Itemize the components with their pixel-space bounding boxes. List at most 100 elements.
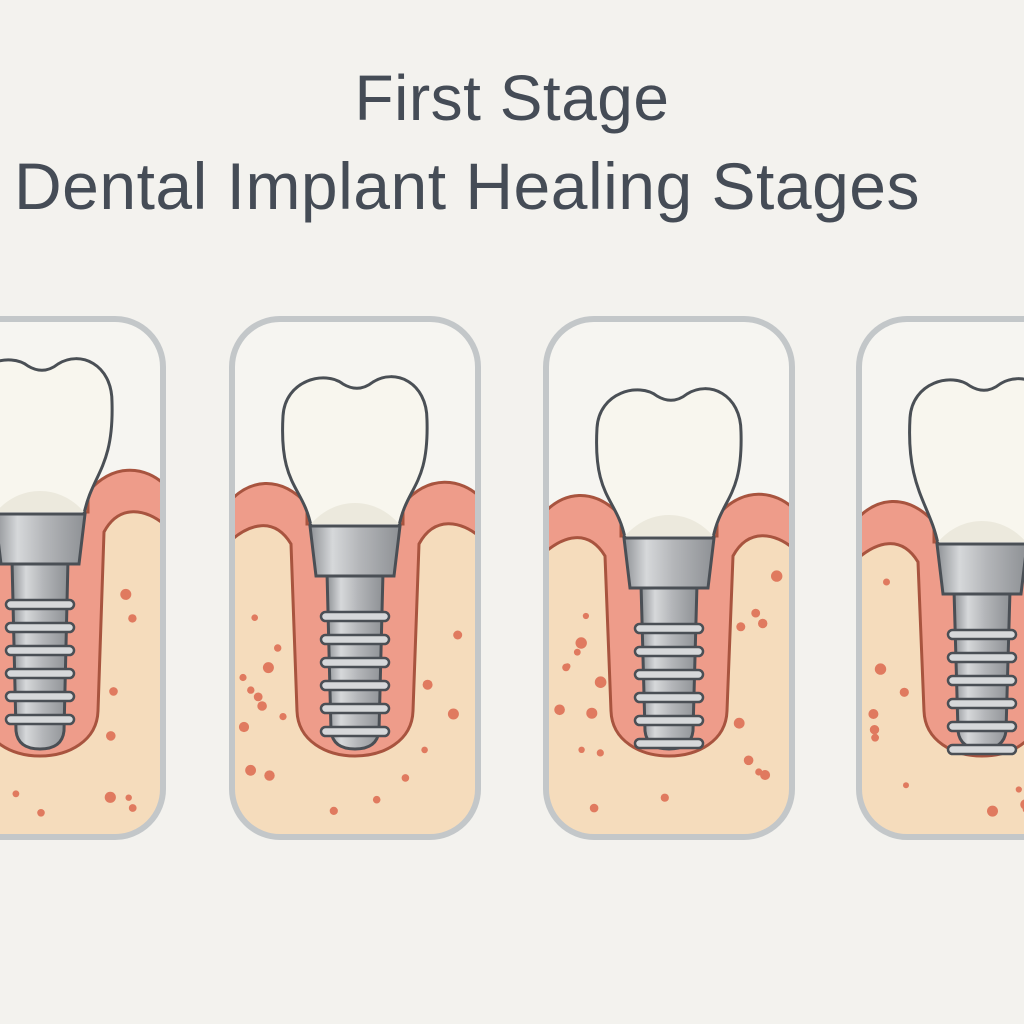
bone-dot <box>253 692 263 702</box>
implant-thread <box>4 690 76 703</box>
implant-screw <box>4 558 76 751</box>
implant-thread <box>4 644 76 657</box>
bone-dot <box>128 614 137 623</box>
bone-dot <box>257 701 267 711</box>
stage-panel-1 <box>0 316 166 840</box>
bone-dot <box>758 618 768 629</box>
bone-dot <box>589 803 599 813</box>
implant-thread <box>319 679 391 692</box>
bone-dot <box>582 612 589 620</box>
bone-dot <box>899 687 909 697</box>
title-first-stage: First Stage <box>354 62 670 134</box>
implant-thread <box>319 725 391 738</box>
jaw-bone <box>546 534 792 837</box>
bone-dot <box>771 570 783 582</box>
bone-dot <box>760 770 771 780</box>
jaw-bone <box>0 510 163 837</box>
bone-dot <box>596 749 604 757</box>
bone-dot <box>251 614 258 621</box>
bone-dot <box>987 805 998 817</box>
bone-dot <box>736 622 746 632</box>
bone-dot <box>573 648 581 656</box>
bone-dot <box>733 717 745 729</box>
implant-screw <box>319 570 391 751</box>
implant-thread <box>946 628 1018 641</box>
bone-dot <box>660 793 669 802</box>
bone-dot <box>120 588 132 600</box>
bone-dot <box>578 746 585 753</box>
panel-border <box>0 316 166 840</box>
implant-thread <box>4 713 76 726</box>
bone-dot <box>586 707 598 719</box>
bone-dot <box>12 790 20 798</box>
panel-border <box>229 316 481 840</box>
bone-dot <box>329 806 338 815</box>
stage-panel-3 <box>543 316 795 840</box>
bone-dot <box>868 709 879 719</box>
bone-dot <box>743 755 754 766</box>
bone-dot <box>903 782 909 789</box>
implant-thread <box>633 691 705 704</box>
bone-dot <box>245 764 256 776</box>
bone-dot <box>554 704 565 716</box>
implant-thread <box>633 737 705 750</box>
bone-dot <box>372 795 381 804</box>
bone-dot <box>264 770 275 781</box>
bone-dot <box>262 662 274 674</box>
implant-thread <box>946 651 1018 664</box>
implant-thread <box>4 667 76 680</box>
tooth-crown <box>908 377 1024 546</box>
implant-abutment <box>0 512 87 566</box>
bone-dot <box>755 768 763 776</box>
implant-thread <box>633 622 705 635</box>
tooth-crown-shade <box>0 491 84 512</box>
tooth-crown <box>595 387 743 540</box>
jaw-bone <box>232 522 478 837</box>
implant-abutment <box>622 536 716 590</box>
bone-dot <box>575 637 587 649</box>
stage-panel-2 <box>229 316 481 840</box>
bone-dot <box>401 774 410 782</box>
bone-dot <box>109 687 118 696</box>
implant-thread <box>633 645 705 658</box>
implant-abutment <box>308 524 402 578</box>
implant-screw <box>633 582 705 751</box>
implant-thread <box>4 621 76 634</box>
bone-dot <box>421 746 428 754</box>
panel-border <box>543 316 795 840</box>
implant-thread <box>946 720 1018 733</box>
stage-panel-4 <box>856 316 1024 840</box>
bone-dot <box>274 644 282 652</box>
implant-thread <box>319 610 391 623</box>
tooth-crown <box>281 375 429 528</box>
bone-dot <box>869 725 880 735</box>
bone-dot <box>279 713 287 721</box>
implant-thread <box>319 702 391 715</box>
panel-border <box>856 316 1024 840</box>
bone-dot <box>453 630 463 640</box>
implant-abutment <box>935 542 1024 596</box>
bone-dot <box>238 721 250 733</box>
bone-dot <box>239 673 247 682</box>
bone-dot <box>422 679 433 690</box>
bone-dot <box>751 608 761 618</box>
implant-thread <box>946 697 1018 710</box>
implant-thread <box>319 633 391 646</box>
bone-dot <box>871 733 879 742</box>
bone-dot <box>447 708 459 720</box>
bone-dot <box>1015 786 1022 793</box>
tooth-crown <box>0 357 114 516</box>
bone-dot <box>1020 799 1024 810</box>
bone-dot <box>564 663 571 670</box>
title-dental-implant-healing-stages: Dental Implant Healing Stages <box>14 149 921 223</box>
implant-thread <box>633 714 705 727</box>
bone-dot <box>125 794 132 801</box>
implant-thread <box>4 598 76 611</box>
bone-dot <box>874 663 887 675</box>
bone-dot <box>104 791 116 803</box>
bone-dot <box>106 731 116 741</box>
tooth-crown-shade <box>625 515 713 536</box>
bone-dot <box>128 804 137 812</box>
bone-dot <box>883 578 890 586</box>
tooth-crown-shade <box>938 521 1024 542</box>
